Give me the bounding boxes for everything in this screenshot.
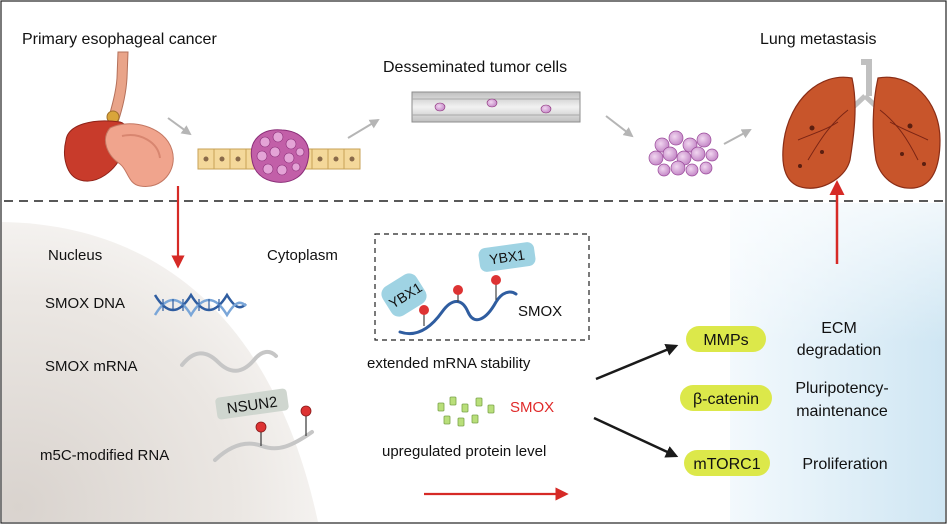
outcome-ecm-line1: ECM <box>821 320 857 337</box>
lung-metastasis-label: Lung metastasis <box>760 31 877 48</box>
stability-text: extended mRNA stability <box>367 355 531 372</box>
smox-protein-icon <box>437 396 495 427</box>
outcome-pluripotency-line2: maintenance <box>796 403 888 420</box>
mmps-pill-label: MMPs <box>703 332 748 349</box>
outcome-ecm-line2: degradation <box>797 342 882 359</box>
protein-level-text: upregulated protein level <box>382 443 546 460</box>
dna-helix-icon <box>153 292 247 318</box>
cytoplasm-label: Cytoplasm <box>267 247 338 264</box>
tumor-cell-cluster-illustration <box>648 130 719 177</box>
methyl-mark-icon <box>255 405 312 446</box>
tumor-tissue-illustration <box>197 129 361 183</box>
nsun2-label: NSUN2 <box>226 394 279 418</box>
nucleus-label: Nucleus <box>48 247 102 264</box>
lungs-illustration <box>782 59 941 189</box>
m5c-rna-label: m5C-modified RNA <box>40 447 169 464</box>
mrna-methyl-marks <box>419 275 501 326</box>
mrna-strand-icon <box>180 349 278 373</box>
smox-rna-label: SMOX <box>518 303 562 320</box>
blood-vessel-illustration <box>411 91 581 123</box>
effector-mtorc1: mTORC1 <box>684 450 770 476</box>
effector-beta-catenin: β-catenin <box>680 385 772 411</box>
smox-protein-label: SMOX <box>510 399 554 416</box>
smox-mrna-ribbon-icon <box>398 290 518 335</box>
progression-arrows <box>167 115 752 145</box>
ybx1-binding-box <box>374 233 590 341</box>
outcome-proliferation: Proliferation <box>802 456 887 473</box>
primary-cancer-label: Primary esophageal cancer <box>22 31 217 48</box>
arrow-to-mtorc1 <box>593 416 679 458</box>
ybx1-label-right: YBX1 <box>488 247 526 268</box>
outcome-pluripotency-line1: Pluripotency- <box>795 380 888 397</box>
smox-mrna-label: SMOX mRNA <box>45 358 138 375</box>
arrow-to-mmps <box>595 344 679 381</box>
smox-dna-label: SMOX DNA <box>45 295 125 312</box>
ybx1-badge-right: YBX1 <box>478 242 536 272</box>
nsun2-badge: NSUN2 <box>215 388 289 420</box>
dtc-label: Desseminated tumor cells <box>383 59 567 76</box>
beta-catenin-pill-label: β-catenin <box>693 391 759 408</box>
m5c-rna-strand-icon <box>213 430 314 462</box>
esophagus-stomach-illustration <box>64 51 174 187</box>
ybx1-badge-left: YBX1 <box>381 273 427 317</box>
mtorc1-pill-label: mTORC1 <box>693 456 760 473</box>
effector-mmps: MMPs <box>686 326 766 352</box>
